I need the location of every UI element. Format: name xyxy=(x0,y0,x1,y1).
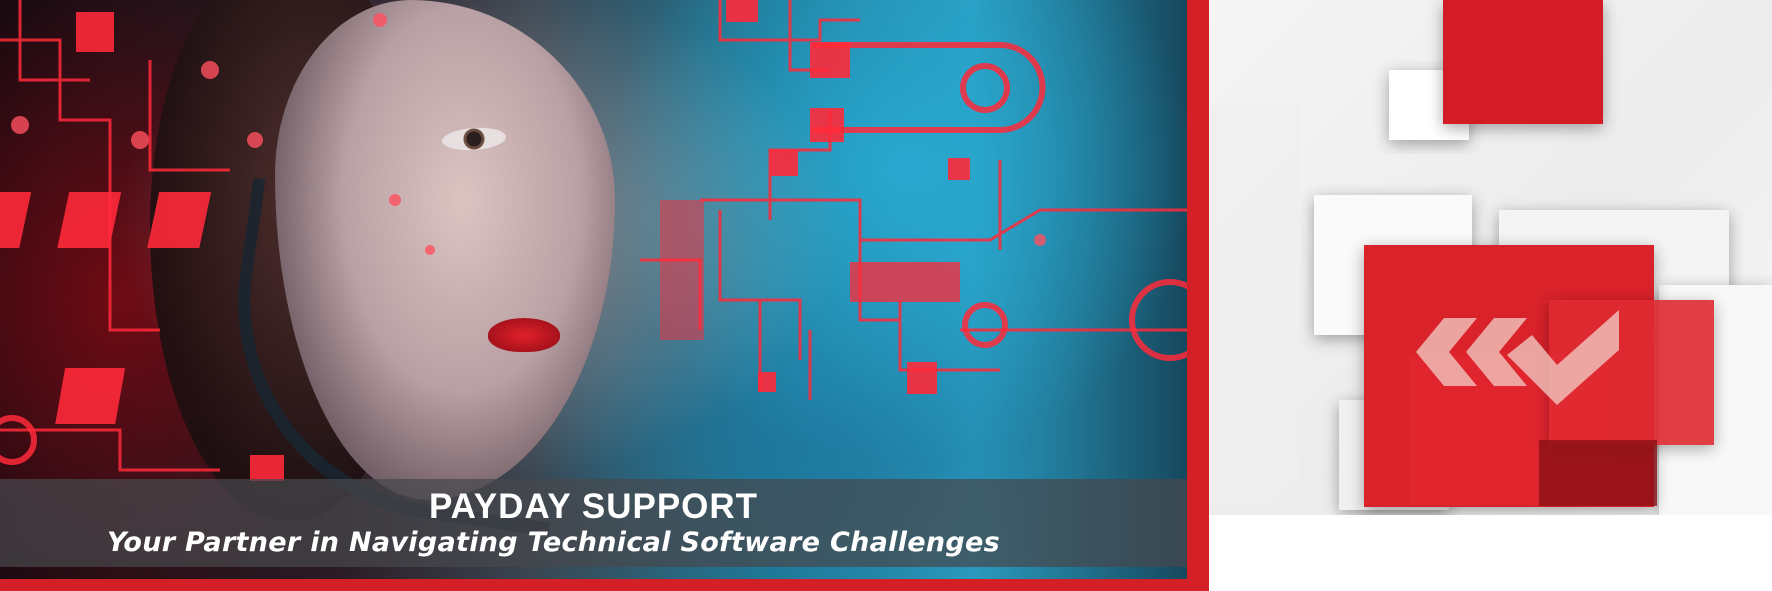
overlapping-squares xyxy=(1209,0,1772,515)
agent-lips xyxy=(488,318,560,352)
chevrons-checkmark-logo xyxy=(1416,310,1619,405)
caption-bar: PAYDAY SUPPORT Your Partner in Navigatin… xyxy=(0,479,1187,567)
banner-subtitle: Your Partner in Navigating Technical Sof… xyxy=(107,527,1000,558)
hero-photo: PAYDAY SUPPORT Your Partner in Navigatin… xyxy=(0,0,1187,579)
banner-title: PAYDAY SUPPORT xyxy=(428,487,759,526)
circuit-overlay xyxy=(0,0,1187,481)
red-frame-bottom xyxy=(0,579,1209,591)
brand-graphic-panel xyxy=(1209,0,1772,515)
red-frame-right xyxy=(1187,0,1209,591)
